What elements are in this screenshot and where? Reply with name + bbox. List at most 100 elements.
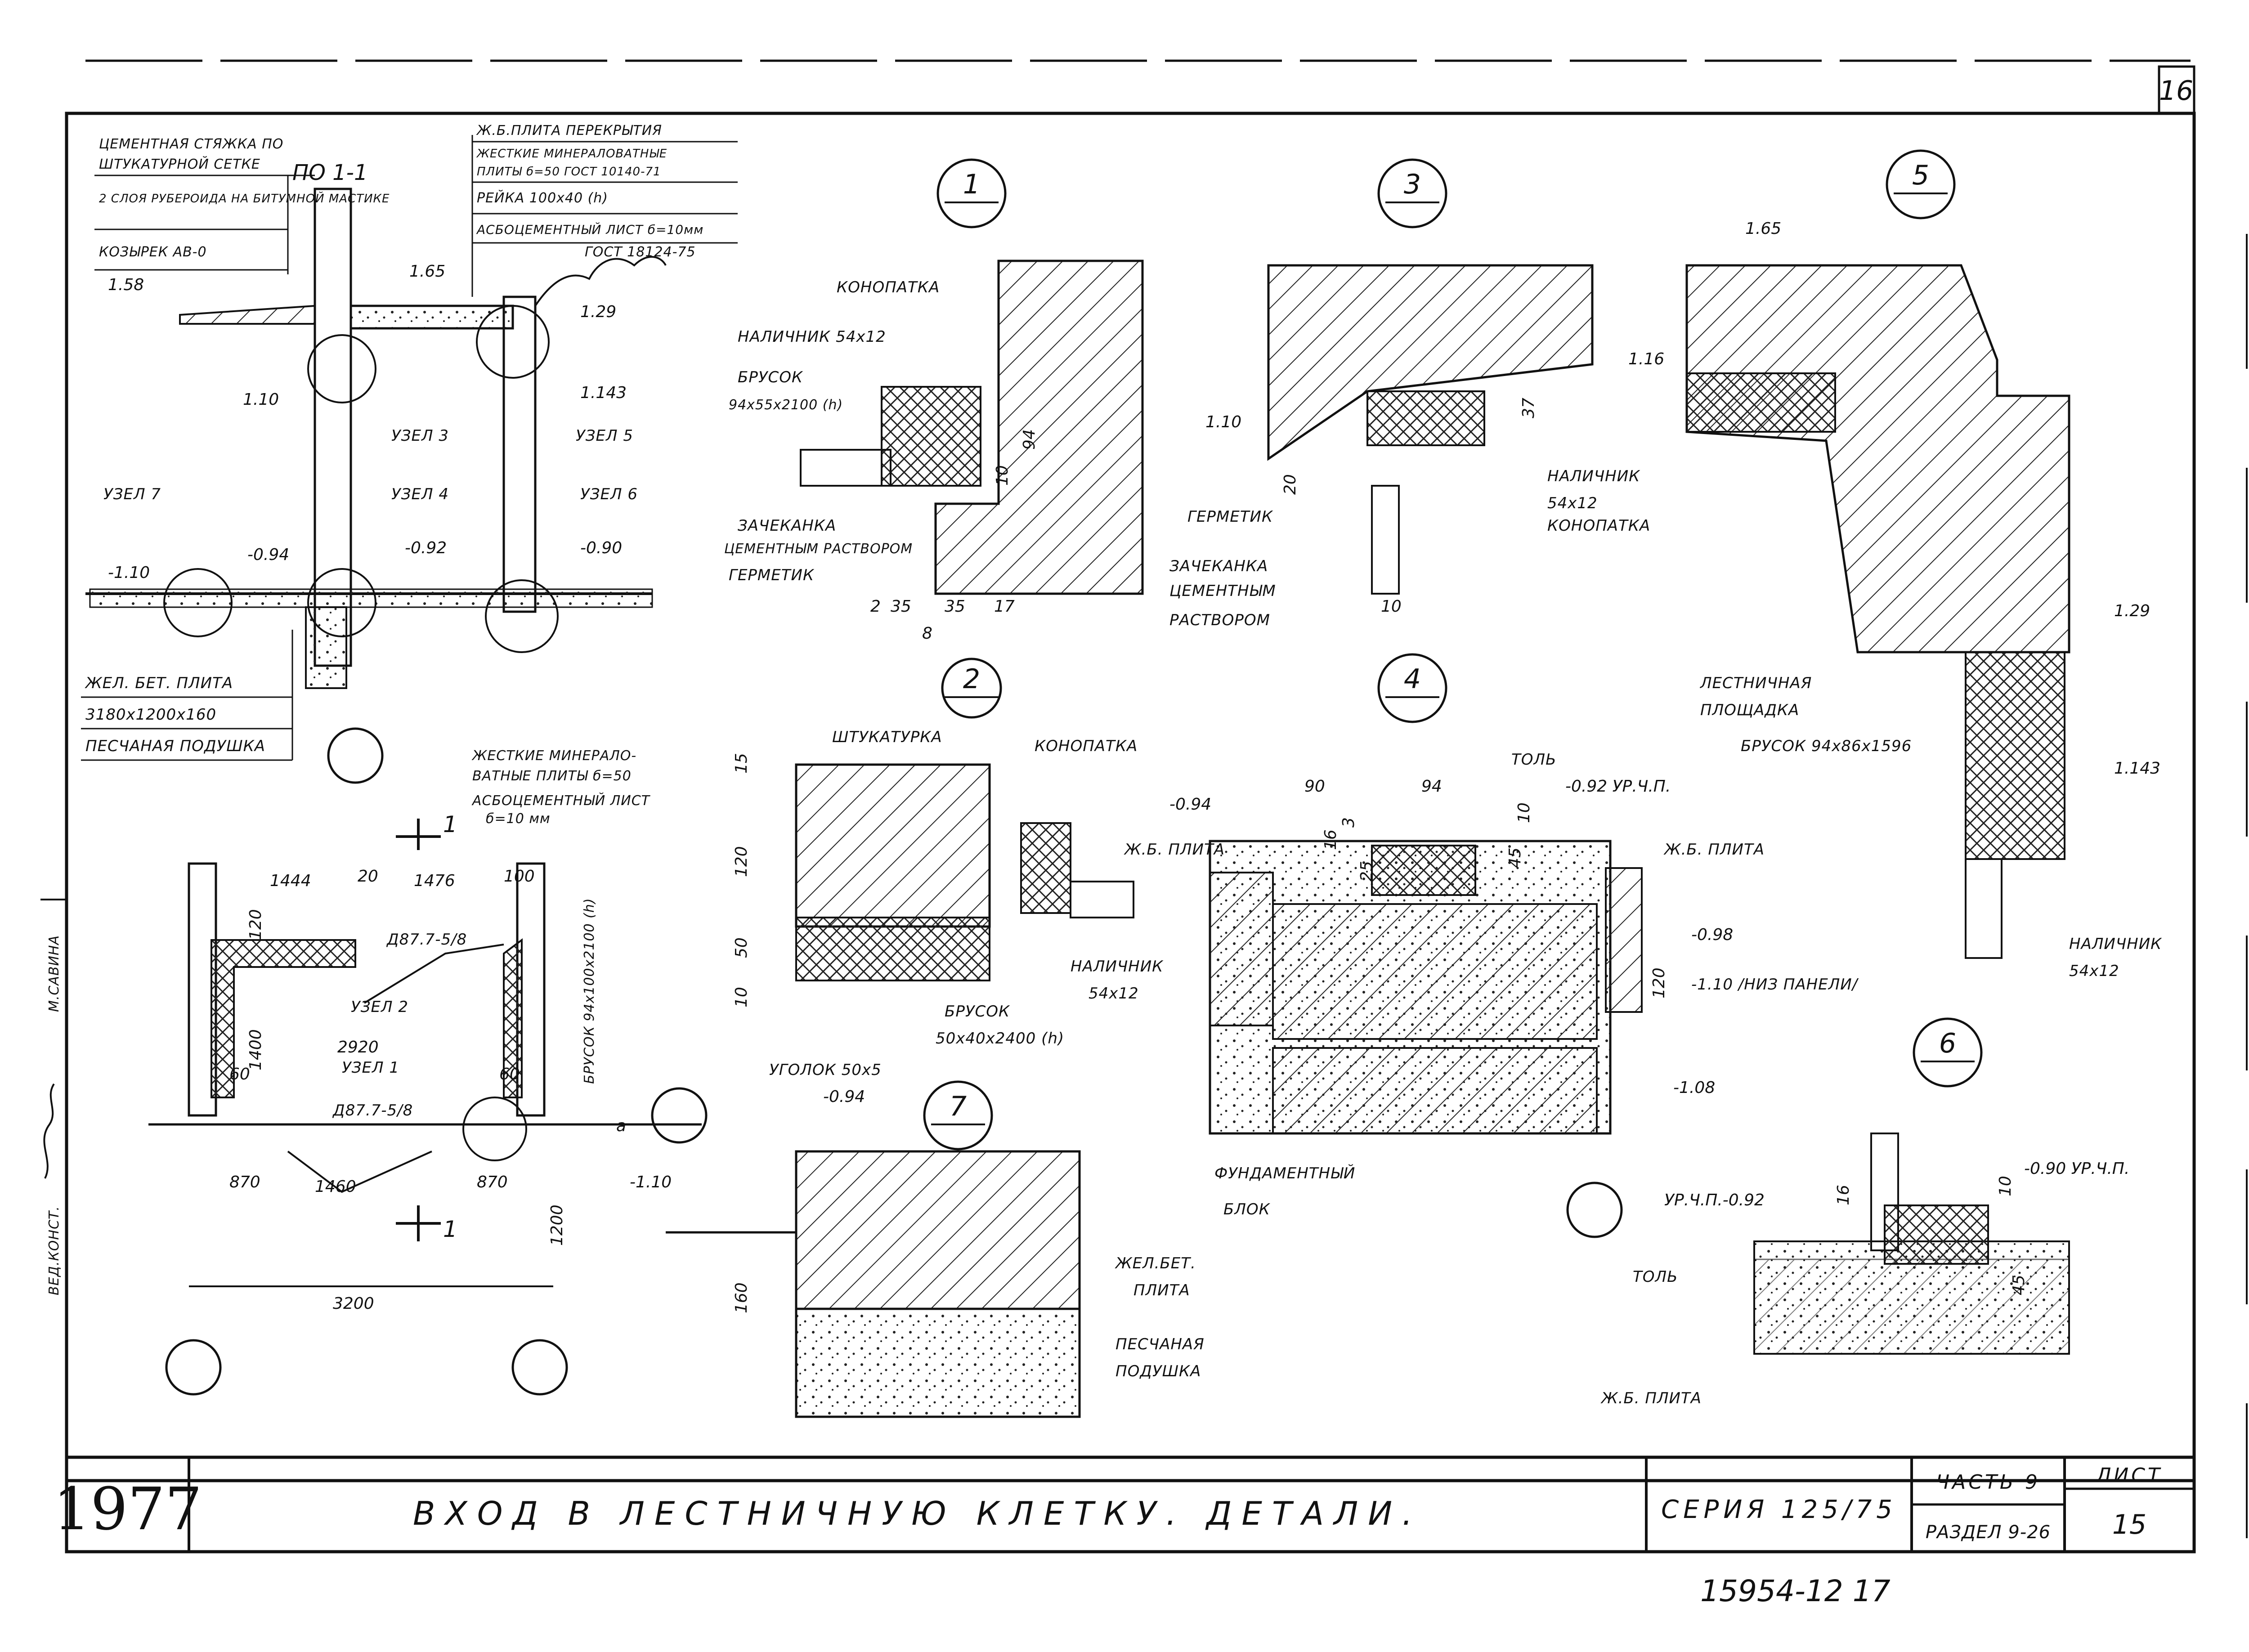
label-screed: ЦЕМЕНТНАЯ СТЯЖКА ПО [99,136,283,152]
corner-number: 16 [2159,75,2193,107]
d4-dim-120: 120 [1650,967,1668,998]
d2-dim-15: 15 [732,753,751,774]
plan-label-asbestos: АСБОЦЕМЕНТНЫЙ ЛИСТ [471,792,651,809]
label-bar-size: 94х55х2100 (h) [729,397,843,413]
label-node-5: УЗЕЛ 5 [576,427,633,445]
d6-dim-45: 45 [2010,1275,2028,1295]
sheet-label: ЛИСТ [2095,1464,2163,1487]
level-1-29: 1.29 [580,303,616,321]
plan-label-asbestos-2: б=10 мм [486,811,551,827]
level-d6-right: -0.90 УР.Ч.П. [2024,1160,2129,1178]
signature-name: М.САВИНА [46,935,62,1012]
level-minus-0-92: -0.92 [405,539,447,557]
detail-5: 5 1.65 1.29 1.143 ЛЕСТНИЧНАЯ ПЛОЩАДКА БР… [1685,149,2162,980]
label-angle: УГОЛОК 50х5 [769,1061,882,1079]
label-rc-7: ЖЕЛ.БЕТ. [1115,1254,1196,1272]
plan-view: ЖЕСТКИЕ МИНЕРАЛО- ВАТНЫЕ ПЛИТЫ б=50 АСБО… [148,748,708,1396]
label-screed-2: ШТУКАТУРНОЙ СЕТКЕ [99,156,260,172]
label-block: БЛОК [1223,1200,1271,1218]
label-mineral-plates-2: ПЛИТЫ б=50 ГОСТ 10140-71 [477,165,661,179]
label-bar-2-size: 50х40х2400 (h) [936,1030,1064,1048]
plan-section-mark-bottom: 1 [443,1216,457,1242]
level-1-10: 1.10 [243,390,279,409]
label-trim-2-size: 54х12 [1089,985,1139,1003]
detail-6: 6 УР.Ч.П.-0.92 -0.90 УР.Ч.П. ТОЛЬ Ж.Б. П… [1600,1017,2129,1407]
label-sand-cushion: ПЕСЧАНАЯ ПОДУШКА [85,737,265,755]
dim-870-right: 870 [477,1173,508,1191]
label-mineral-plates: ЖЕСТКИЕ МИНЕРАЛОВАТНЫЕ [476,147,667,161]
level-1-143: 1.143 [580,384,627,402]
d2-dim-50: 50 [732,937,751,958]
label-trim-5-size: 54х12 [2069,962,2119,980]
label-gost: ГОСТ 18124-75 [585,244,696,260]
label-node-6: УЗЕЛ 6 [580,485,638,503]
d4-dim-94: 94 [1421,777,1442,796]
d4-dim-3: 3 [1340,817,1358,828]
detail-1-number: 1 [963,169,980,200]
dim-1460: 1460 [315,1177,356,1196]
label-cement-mortar: ЦЕМЕНТНЫМ РАСТВОРОМ [724,541,913,557]
detail-4: 4 ТОЛЬ Ж.Б. ПЛИТА Ж.Б. ПЛИТА ФУНДАМЕНТНЫ… [1124,653,1859,1238]
d1-dim-2: 2 [870,597,881,616]
part: ЧАСТЬ 9 [1936,1471,2040,1494]
label-roofing: 2 СЛОЯ РУБЕРОИДА НА БИТУМНОЙ МАСТИКЕ [99,191,390,206]
label-rail: РЕЙКА 100х40 (h) [477,190,608,206]
detail-1: 1 КОНОПАТКА НАЛИЧНИК 54х12 БРУСОК 94х55х… [724,158,1144,643]
dim-1400: 1400 [246,1029,265,1070]
detail-2: 2 ШТУКАТУРКА КОНОПАТКА НАЛИЧНИК 54х12 БР… [732,658,1163,1048]
label-tol-4: ТОЛЬ [1511,751,1556,769]
label-cushion-7: ПОДУШКА [1116,1362,1201,1380]
detail-5-number: 5 [1912,160,1929,191]
dim-1444: 1444 [270,872,311,890]
plan-door-top: Д87.7-5/8 [386,931,467,949]
label-asbestos: АСБОЦЕМЕНТНЫЙ ЛИСТ б=10мм [476,222,703,237]
dim-60-left: 60 [229,1065,250,1083]
label-chasing-3: ЗАЧЕКАНКА [1169,557,1268,575]
level-d6-left: УР.Ч.П.-0.92 [1664,1191,1765,1209]
detail-4-number: 4 [1404,663,1421,695]
dim-20: 20 [358,867,378,886]
label-rc-slab: ЖЕЛ. БЕТ. ПЛИТА [85,674,233,692]
title-block: 1977 ВХОД В ЛЕСТНИЧНУЮ КЛЕТКУ. ДЕТАЛИ. С… [54,1455,2196,1554]
label-bar: БРУСОК [738,368,803,386]
label-rc-slab-4a: Ж.Б. ПЛИТА [1124,841,1225,859]
level-1-65: 1.65 [409,262,445,281]
section-1-1: ПО 1-1 ЦЕМЕНТНАЯ СТЯЖКА ПО ШТУКАТУРНОЙ С… [81,123,738,784]
d1-dim-10: 10 [993,465,1012,486]
sheet-number: 15 [2112,1509,2146,1540]
level-minus-1-10: -1.10 [108,564,150,582]
label-trim-5: НАЛИЧНИК [2069,935,2162,953]
level-1-58: 1.58 [108,276,144,294]
dim-1200: 1200 [548,1204,566,1246]
d3-dim-20: 20 [1281,474,1299,495]
label-mortar-3: РАСТВОРОМ [1169,611,1270,629]
dim-120: 120 [246,909,265,940]
label-caulking: КОНОПАТКА [837,278,940,296]
label-bar-5: БРУСОК 94х86х1596 [1741,737,1912,755]
plan-label-plates-2: ВАТНЫЕ ПЛИТЫ б=50 [472,768,632,784]
detail-2-number: 2 [963,663,980,695]
d2-dim-120: 120 [732,846,751,877]
label-panel-bottom: -1.10 /НИЗ ПАНЕЛИ/ [1691,976,1859,994]
plan-node-1: УЗЕЛ 1 [342,1059,399,1077]
plan-node-2: УЗЕЛ 2 [351,998,408,1016]
label-rc-slab-4b: Ж.Б. ПЛИТА [1663,841,1765,859]
d1-dim-35a: 35 [891,597,911,616]
label-cement-3: ЦЕМЕНТНЫМ [1169,582,1276,600]
d4-dim-90: 90 [1304,777,1325,796]
label-node-4: УЗЕЛ 4 [391,485,449,503]
level-minus-0-94-d4: -0.94 [1169,795,1211,814]
level-minus-1-08: -1.08 [1673,1079,1715,1097]
d4-dim-16: 16 [1322,829,1340,850]
label-slab: Ж.Б.ПЛИТА ПЕРЕКРЫТИЯ [476,123,662,139]
detail-6-number: 6 [1939,1028,1956,1059]
plan-door-bottom: Д87.7-5/8 [332,1101,413,1119]
label-landing: ЛЕСТНИЧНАЯ [1699,674,1812,692]
level-minus-0-94-d7: -0.94 [823,1088,865,1106]
label-caulking-3: КОНОПАТКА [1547,517,1650,535]
d6-dim-10: 10 [1996,1176,2015,1196]
label-trim-3: НАЛИЧНИК [1547,467,1640,485]
level-minus-0-98: -0.98 [1691,926,1733,944]
label-tol-6: ТОЛЬ [1633,1268,1678,1286]
dim-3200: 3200 [333,1294,374,1313]
